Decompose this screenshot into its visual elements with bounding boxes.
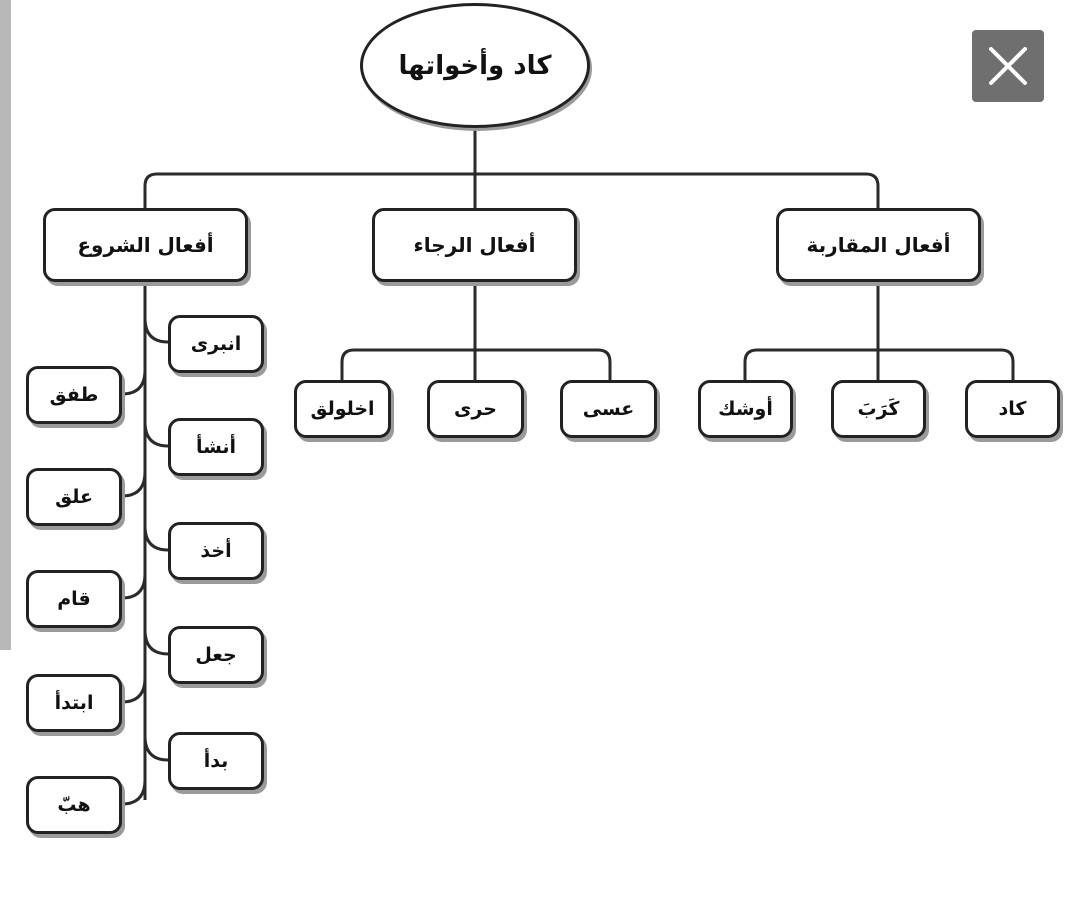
- category-muqaraba: أفعال المقاربة: [776, 208, 981, 282]
- verb-hara: حرى: [427, 380, 524, 438]
- verb-qama: قام: [26, 570, 122, 628]
- verb-akhadha: أخذ: [168, 522, 264, 580]
- verb-kada: كاد: [965, 380, 1060, 438]
- verb-ibtada: ابتدأ: [26, 674, 122, 732]
- verb-asa: عسى: [560, 380, 657, 438]
- root-node: كاد وأخواتها: [360, 3, 590, 128]
- close-button[interactable]: [972, 30, 1044, 102]
- category-raja: أفعال الرجاء: [372, 208, 577, 282]
- close-icon: [989, 47, 1027, 85]
- verb-awshaka: أوشك: [698, 380, 793, 438]
- left-edge-bar: [0, 0, 11, 650]
- verb-ikhlawlaqa: اخلولق: [294, 380, 391, 438]
- verb-inbara: انبرى: [168, 315, 264, 373]
- verb-karaba: كَرَبَ: [831, 380, 926, 438]
- verb-aliqa: علق: [26, 468, 122, 526]
- verb-ansha: أنشأ: [168, 418, 264, 476]
- verb-jaala: جعل: [168, 626, 264, 684]
- category-shuru: أفعال الشروع: [43, 208, 248, 282]
- verb-tafiqa: طفق: [26, 366, 122, 424]
- verb-habba: هبّ: [26, 776, 122, 834]
- verb-bada: بدأ: [168, 732, 264, 790]
